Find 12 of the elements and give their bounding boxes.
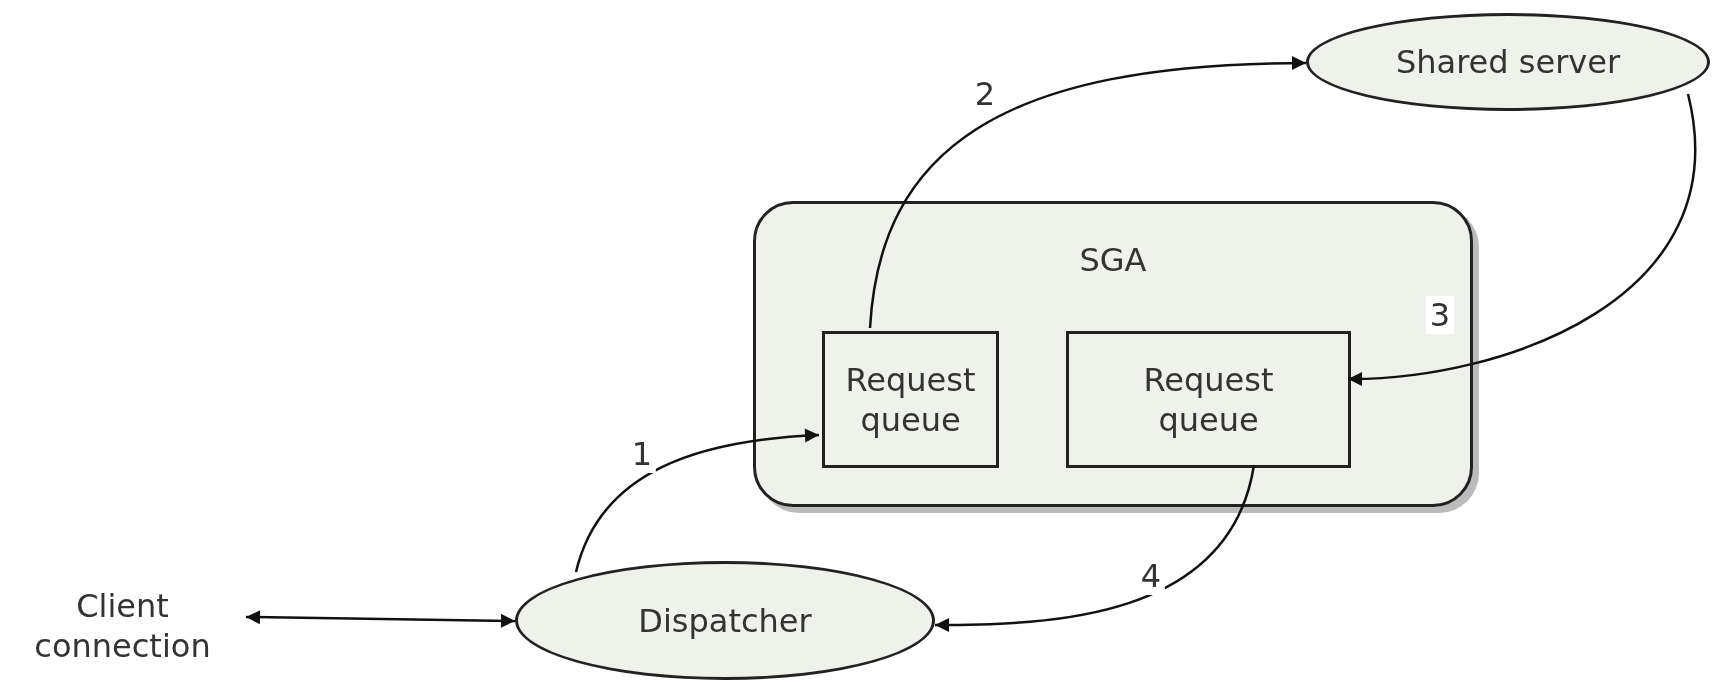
node-label: Request queue bbox=[1142, 359, 1275, 440]
arrow bbox=[574, 428, 820, 573]
edge-label: 3 bbox=[1425, 296, 1455, 334]
arrow bbox=[868, 56, 1307, 329]
process-box bbox=[822, 331, 999, 468]
node-label: Client connection bbox=[33, 586, 212, 666]
node-label: SGA bbox=[1079, 240, 1147, 280]
process-box bbox=[1066, 331, 1351, 468]
node-label: Shared server bbox=[1395, 42, 1621, 82]
arrow bbox=[246, 610, 515, 628]
node-label: Request queue bbox=[844, 359, 977, 440]
node-label: Dispatcher bbox=[638, 600, 812, 641]
